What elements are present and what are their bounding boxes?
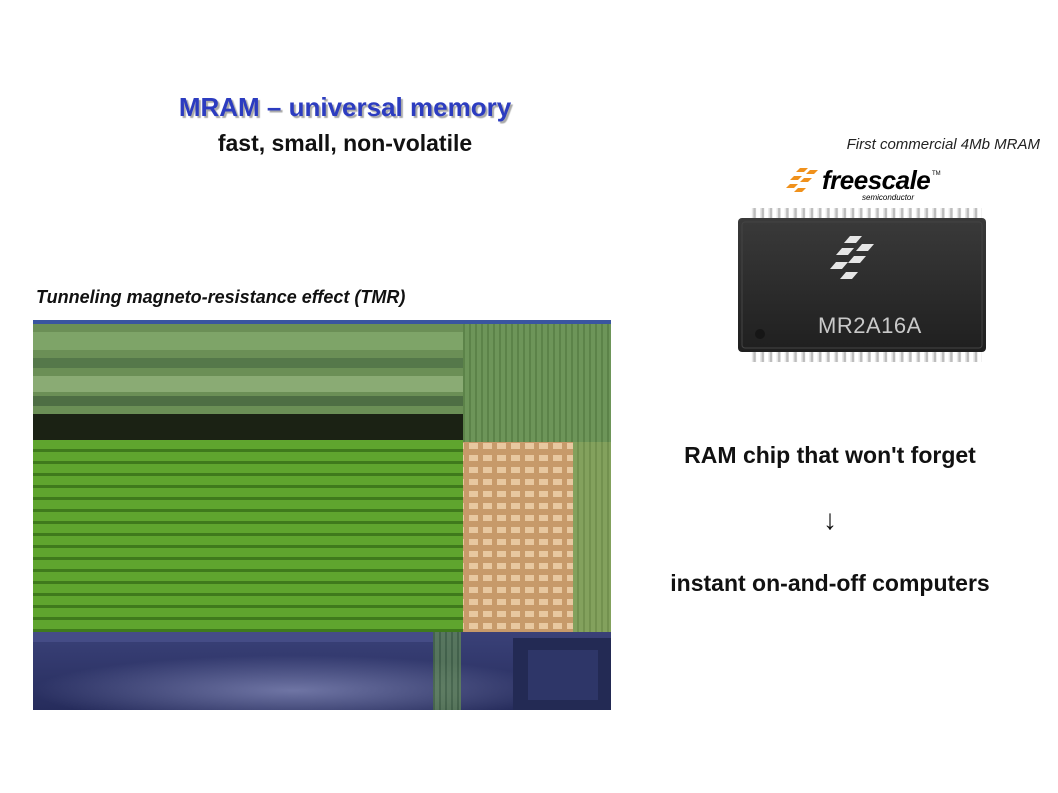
fact-top: RAM chip that won't forget: [684, 442, 976, 468]
logo-subtitle: semiconductor: [862, 193, 915, 202]
chip-logo-mark-icon: [830, 236, 874, 279]
fact-bottom: instant on-and-off computers: [670, 570, 990, 596]
chip-caption: First commercial 4Mb MRAM: [846, 136, 1040, 153]
freescale-logo-mark-icon: [786, 168, 818, 192]
tmr-caption: Tunneling magneto-resistance effect (TMR…: [36, 287, 406, 307]
slide-subtitle: fast, small, non-volatile: [217, 130, 473, 156]
mram-micrograph: [33, 320, 611, 710]
mram-chip-package: [738, 208, 986, 362]
logo-trademark: TM: [932, 171, 941, 177]
freescale-logo: freescale TM semiconductor: [786, 164, 941, 204]
down-arrow-icon: ↓: [823, 504, 837, 535]
logo-wordmark: freescale: [822, 165, 931, 195]
chip-part-number: MR2A16A: [818, 313, 922, 338]
slide-title: MRAM – universal memory: [178, 92, 512, 122]
